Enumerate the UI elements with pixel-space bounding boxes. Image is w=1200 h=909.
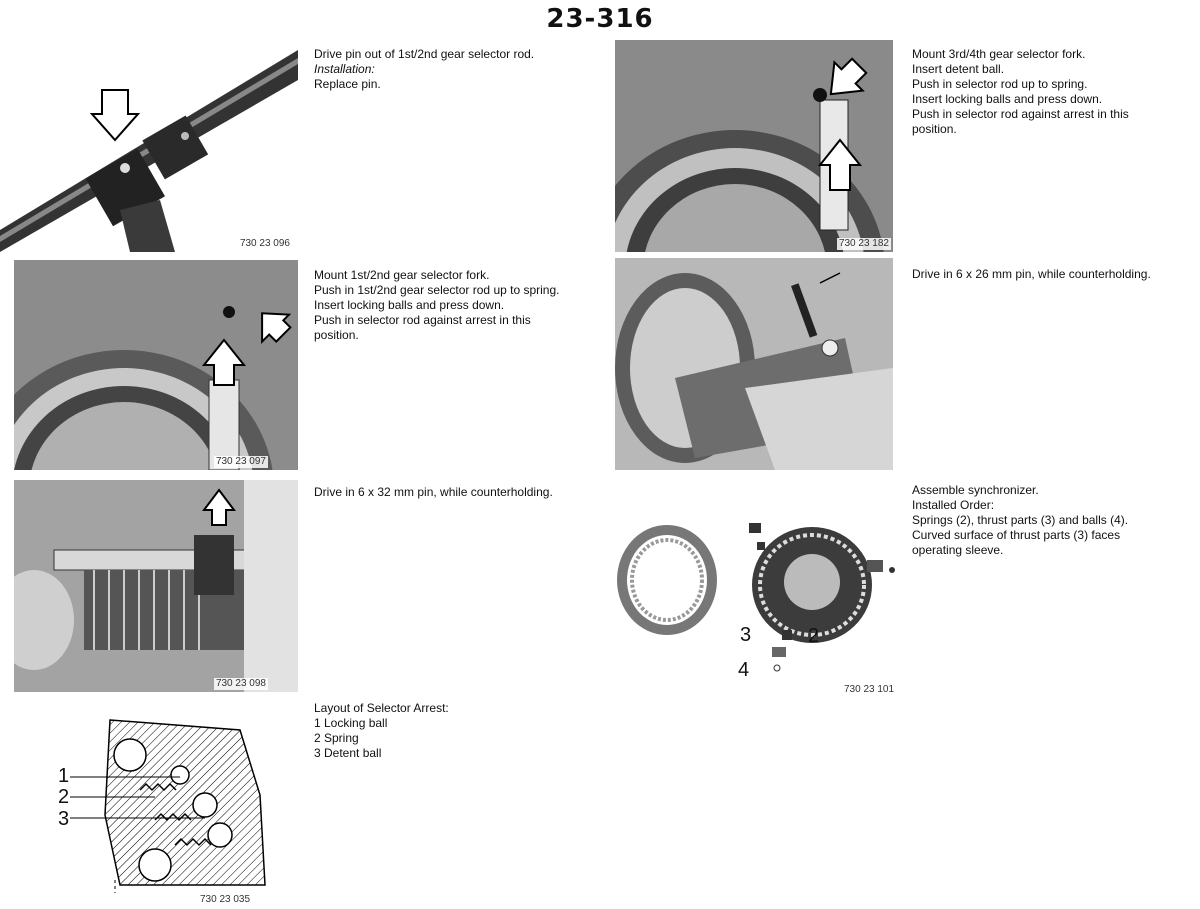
figure-number: 730 23 035 <box>200 894 251 905</box>
figure-number: 730 23 097 <box>213 456 268 468</box>
layout-selector-arrest-legend: Layout of Selector Arrest: 1 Locking bal… <box>314 701 449 761</box>
legend-title: Layout of Selector Arrest: <box>314 701 449 715</box>
photo-selector-rod-pin: 730 23 096 <box>0 40 298 252</box>
callout-spring: 2 <box>808 625 820 647</box>
step-line: Push in selector rod up to spring. <box>912 77 1088 91</box>
gearbox-illustration <box>14 260 298 470</box>
step-drive-in-pin-6x32: Drive in 6 x 32 mm pin, while counterhol… <box>314 485 553 500</box>
callout-spring: 2 <box>58 786 70 808</box>
step-line: Push in 1st/2nd gear selector rod up to … <box>314 283 560 297</box>
step-line: Push in selector rod against arrest in t… <box>314 313 531 327</box>
step-line: Curved surface of thrust parts (3) faces <box>912 528 1121 542</box>
step-line: Installed Order: <box>912 498 995 512</box>
step-line: Replace pin. <box>314 77 381 91</box>
photo-1st-2nd-selector-fork: 730 23 097 <box>14 260 298 470</box>
callout-ball: 4 <box>738 659 750 681</box>
step-drive-pin-out: Drive pin out of 1st/2nd gear selector r… <box>314 47 534 92</box>
step-line: Springs (2), thrust parts (3) and balls … <box>912 513 1129 527</box>
drawing-selector-arrest-layout <box>60 715 270 895</box>
callout-detent-ball: 3 <box>58 808 70 830</box>
callout-thrust-part: 3 <box>740 624 752 646</box>
photo-drive-in-pin-6x32: 730 23 098 <box>14 480 298 692</box>
photo-drive-in-pin-6x26 <box>615 258 893 470</box>
step-drive-in-pin-6x26: Drive in 6 x 26 mm pin, while counterhol… <box>912 267 1151 282</box>
figure-number: 730 23 101 <box>844 684 895 695</box>
callout-locking-ball: 1 <box>58 765 70 787</box>
step-line: Mount 3rd/4th gear selector fork. <box>912 47 1086 61</box>
step-line: Insert locking balls and press down. <box>912 92 1103 106</box>
step-line: Assemble synchronizer. <box>912 483 1039 497</box>
step-line: Installation: <box>314 62 375 76</box>
legend-item: 2 Spring <box>314 731 359 745</box>
step-line: Drive in 6 x 26 mm pin, while counterhol… <box>912 267 1151 281</box>
figure-number: 730 23 182 <box>836 238 891 250</box>
selector-rod-illustration <box>0 50 298 252</box>
step-line: operating sleeve. <box>912 543 1004 557</box>
step-line: Drive pin out of 1st/2nd gear selector r… <box>314 47 535 61</box>
step-line: position. <box>314 328 359 342</box>
step-line: Insert locking balls and press down. <box>314 298 505 312</box>
figure-number: 730 23 096 <box>237 238 292 250</box>
step-mount-3rd-4th-fork: Mount 3rd/4th gear selector fork. Insert… <box>912 47 1129 137</box>
step-line: Push in selector rod against arrest in t… <box>912 107 1129 121</box>
photo-3rd-4th-selector-fork: 730 23 182 <box>615 40 893 252</box>
gear-shaft-illustration <box>14 480 298 692</box>
gearbox-illustration <box>615 40 893 252</box>
step-line: position. <box>912 122 957 136</box>
figure-number: 730 23 098 <box>213 678 268 690</box>
gear-shaft-illustration <box>615 258 893 470</box>
legend-item: 3 Detent ball <box>314 746 382 760</box>
photo-synchronizer-assembly <box>612 520 902 690</box>
legend-item: 1 Locking ball <box>314 716 388 730</box>
step-mount-1st-2nd-fork: Mount 1st/2nd gear selector fork. Push i… <box>314 268 559 343</box>
selector-arrest-cross-section <box>70 719 266 893</box>
step-assemble-synchronizer: Assemble synchronizer. Installed Order: … <box>912 483 1128 558</box>
synchronizer-parts-illustration <box>617 523 895 672</box>
step-line: Mount 1st/2nd gear selector fork. <box>314 268 490 282</box>
step-line: Drive in 6 x 32 mm pin, while counterhol… <box>314 485 553 499</box>
page-number: 23-316 <box>546 4 654 34</box>
step-line: Insert detent ball. <box>912 62 1005 76</box>
